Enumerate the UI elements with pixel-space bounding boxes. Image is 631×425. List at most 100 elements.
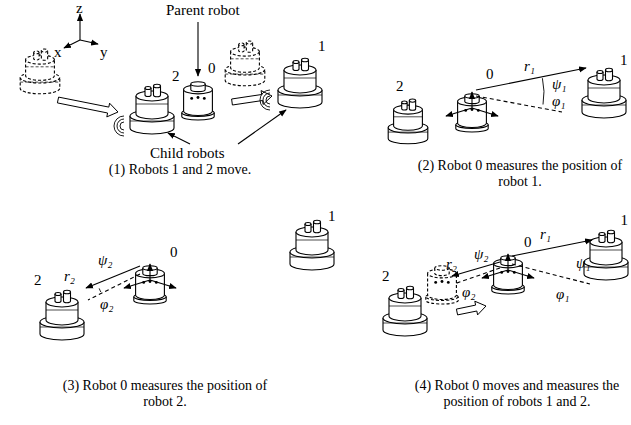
measure-symbol: ψ₂	[474, 246, 489, 262]
stroke	[441, 280, 444, 283]
panel-caption: (2) Robot 0 measures the position of rob…	[415, 158, 625, 190]
stroke	[284, 65, 316, 75]
stroke	[482, 270, 508, 278]
stroke	[447, 281, 450, 284]
stroke	[26, 66, 55, 67]
stroke	[296, 227, 328, 237]
stroke	[471, 92, 472, 108]
stroke	[238, 110, 286, 144]
robot-figure	[278, 58, 322, 108]
robot-number: 0	[524, 234, 532, 250]
stroke	[542, 78, 544, 104]
stroke	[41, 49, 47, 52]
stroke	[80, 40, 98, 44]
robot-figure	[20, 49, 60, 94]
measure-symbol: φ₂	[100, 296, 114, 312]
stroke	[55, 293, 61, 296]
stroke	[225, 74, 265, 75]
measure-symbol: r₂	[64, 268, 75, 284]
measure-symbol: ψ₂	[98, 252, 113, 268]
stroke	[606, 68, 613, 72]
robot-figure	[290, 220, 334, 270]
stroke	[34, 51, 39, 54]
move-arrow	[456, 301, 486, 315]
robot-figure	[182, 82, 214, 120]
stroke	[86, 266, 140, 288]
stroke	[590, 237, 622, 247]
measure-symbol: r₂	[446, 256, 457, 272]
robot-number: 2	[34, 272, 42, 288]
stroke	[407, 286, 414, 290]
stroke	[239, 43, 244, 46]
move-arrow	[232, 91, 272, 105]
stroke	[454, 268, 500, 284]
robot-number: 1	[621, 212, 629, 228]
stroke	[582, 105, 626, 106]
measure-symbol: r₁	[524, 58, 535, 74]
stroke	[20, 82, 60, 83]
stroke	[99, 288, 101, 292]
stroke	[446, 108, 472, 116]
move-arrow	[57, 97, 118, 117]
robot-number: 2	[172, 68, 180, 84]
stroke	[588, 88, 620, 89]
stroke	[383, 323, 427, 324]
stroke	[168, 133, 190, 144]
stroke	[476, 96, 562, 112]
stroke	[434, 281, 437, 284]
stroke	[608, 230, 615, 234]
stroke	[394, 116, 423, 117]
robot-figure	[584, 230, 628, 280]
stroke	[203, 97, 206, 100]
stroke	[40, 327, 84, 328]
stroke	[197, 22, 198, 76]
robot-figure	[40, 290, 84, 340]
axis-label: y	[100, 44, 108, 60]
stroke	[590, 250, 622, 251]
stroke	[46, 297, 78, 307]
stroke	[507, 254, 508, 270]
stroke	[64, 40, 80, 48]
stroke	[293, 61, 299, 64]
stroke	[314, 220, 321, 224]
stroke	[452, 262, 500, 276]
stroke	[26, 55, 55, 64]
stroke	[588, 75, 620, 85]
stroke	[130, 121, 174, 122]
robot-number: 0	[486, 66, 494, 82]
stroke	[278, 95, 322, 96]
stroke	[145, 87, 151, 90]
stroke	[154, 84, 161, 88]
stroke	[197, 96, 200, 99]
robot-number: 0	[208, 60, 216, 76]
stroke	[398, 289, 404, 292]
stroke	[246, 41, 252, 44]
robot-figure	[225, 41, 265, 86]
robot-number: 2	[396, 78, 404, 94]
robot-number: 0	[170, 244, 178, 260]
stroke	[394, 105, 423, 114]
stroke	[88, 274, 140, 300]
stroke	[402, 101, 407, 104]
stroke	[120, 122, 124, 130]
stroke	[599, 233, 605, 236]
robot-number: 1	[318, 38, 326, 54]
axis-label: z	[76, 0, 83, 16]
stroke	[64, 290, 71, 294]
stroke	[389, 306, 421, 307]
stroke	[117, 119, 124, 133]
panel-caption: (3) Robot 0 measures the position of rob…	[60, 378, 270, 410]
stroke	[472, 108, 498, 116]
callout-text: Child robots	[150, 145, 225, 161]
stroke	[79, 14, 80, 40]
stroke	[231, 58, 260, 59]
stroke	[305, 223, 311, 226]
stroke	[296, 240, 328, 241]
stroke	[584, 267, 628, 268]
panel-caption: (4) Robot 0 moves and measures the posit…	[412, 378, 622, 410]
stroke	[150, 280, 176, 288]
stroke	[124, 280, 150, 288]
stroke	[260, 90, 270, 110]
